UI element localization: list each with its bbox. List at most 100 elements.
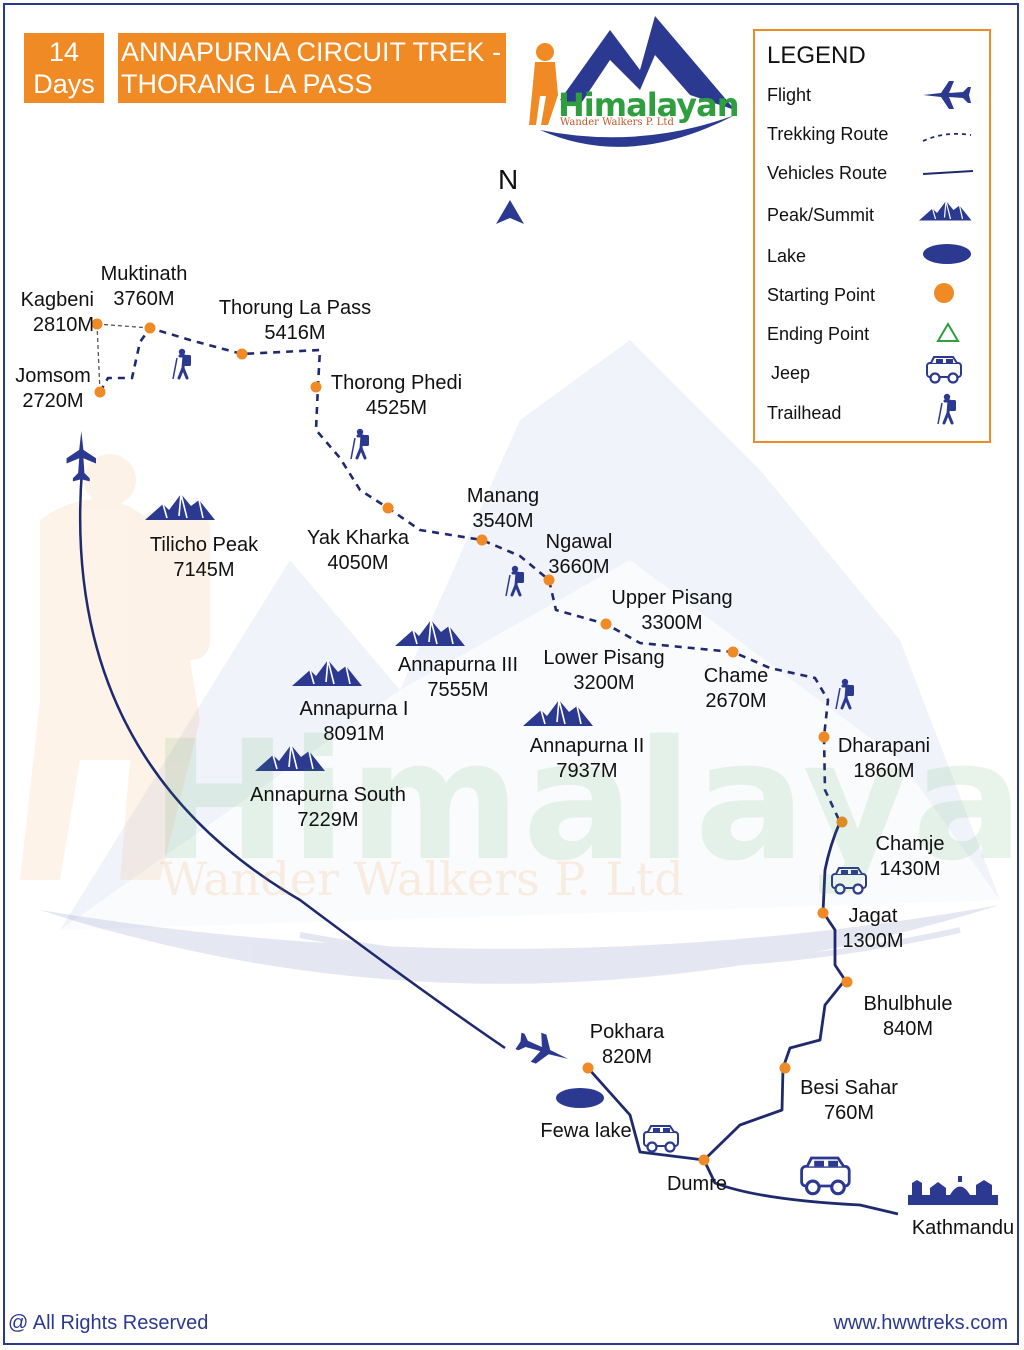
place-name: Dumre [666, 1173, 727, 1195]
lake-icon [923, 244, 971, 264]
place-name: Upper Pisang [611, 587, 733, 609]
page-border [3, 3, 1019, 1345]
peak-altitude: 7229M [297, 809, 359, 831]
legend-label-flight: Flight [767, 85, 812, 105]
place-altitude: 5416M [264, 322, 326, 344]
logo-mountains [529, 16, 735, 147]
peak-annapurna-south: Annapurna South 7229M [240, 783, 416, 833]
place-dharapani: Dharapani 1860M [832, 734, 936, 784]
green-triangle-icon [936, 322, 960, 342]
place-bhulbhule: Bhulbhule 840M [858, 992, 958, 1042]
legend-label-vehicles-route: Vehicles Route [767, 163, 888, 183]
place-name: Yak Kharka [307, 527, 409, 549]
place-altitude: 820M [601, 1046, 653, 1068]
place-name: Jomsom [15, 365, 91, 387]
place-muktinath: Muktinath 3760M [96, 262, 192, 312]
place-pokhara: Pokhara 820M [584, 1020, 670, 1070]
place-name: Thorong Phedi [330, 372, 463, 394]
north-label: N [498, 164, 519, 195]
legend-label-starting-point: Starting Point [767, 285, 876, 305]
place-thorong-phedi: Thorong Phedi 4525M [324, 371, 469, 421]
place-altitude: 3300M [641, 612, 703, 634]
place-name: Muktinath [100, 263, 188, 285]
place-altitude: 2670M [705, 690, 767, 712]
place-manang: Manang 3540M [455, 484, 551, 534]
place-name: Chamje [875, 833, 945, 855]
place-altitude: 3200M [573, 672, 635, 694]
legend-title: LEGEND [767, 42, 866, 69]
peak-name: Annapurna South [250, 784, 406, 806]
copyright-text: @ All Rights Reserved [8, 1312, 209, 1334]
legend-label-peak-summit: Peak/Summit [767, 205, 875, 225]
peak-tilicho: Tilicho Peak 7145M [140, 533, 268, 583]
trekking-route [98, 326, 842, 823]
orange-dot-icon [934, 283, 954, 303]
days-badge: 14 Days [24, 33, 104, 103]
peak-altitude: 8091M [323, 723, 385, 745]
place-name: Pokhara [589, 1021, 665, 1043]
legend-label-trailhead: Trailhead [767, 403, 842, 423]
flight-route [78, 469, 506, 1050]
place-name: Bhulbhule [863, 993, 953, 1015]
place-name: Dharapani [837, 735, 931, 757]
fewa-lake-icon [556, 1088, 604, 1108]
dashed-line-icon [922, 132, 972, 142]
place-chamje: Chamje 1430M [866, 832, 954, 882]
place-altitude: 840M [882, 1018, 934, 1040]
watermark-subtitle: Wander Walkers P. Ltd [160, 852, 684, 906]
peak-name: Annapurna III [397, 654, 519, 676]
peak-name: Annapurna I [299, 698, 409, 720]
place-lower-pisang: Lower Pisang 3200M [536, 646, 672, 696]
place-yak-kharka: Yak Kharka 4050M [300, 526, 416, 576]
trek-title: ANNAPURNA CIRCUIT TREK - THORANG LA PASS [118, 33, 506, 103]
vehicle-route [586, 821, 899, 1216]
place-kathmandu: Kathmandu [908, 1216, 1018, 1241]
place-name: Lower Pisang [543, 647, 665, 669]
watermark-title: Himalayan [150, 705, 1024, 897]
days-number: 14 [48, 37, 80, 67]
place-upper-pisang: Upper Pisang 3300M [604, 586, 740, 636]
logo-name: Himalayan [558, 86, 739, 124]
place-name: Kathmandu [911, 1217, 1015, 1239]
jeep-icon [925, 355, 963, 384]
place-thorung-la-pass: Thorung La Pass 5416M [210, 296, 380, 346]
north-arrow-icon [496, 200, 524, 224]
place-altitude: 1300M [842, 930, 904, 952]
trek-title-line2: THORANG LA PASS [121, 69, 373, 99]
side-trek-route [96, 323, 151, 393]
place-name: Kagbeni [20, 289, 94, 311]
place-altitude: 1430M [879, 858, 941, 880]
place-altitude: 3540M [472, 510, 534, 532]
peak-annapurna-ii: Annapurna II 7937M [522, 734, 652, 784]
peak-annapurna-i: Annapurna I 8091M [292, 697, 416, 747]
peak-altitude: 7145M [173, 559, 235, 581]
place-name: Jagat [848, 905, 898, 927]
website-link[interactable]: www.hwwtreks.com [833, 1312, 1008, 1334]
legend-label-lake: Lake [767, 246, 807, 266]
peak-name: Tilicho Peak [149, 534, 259, 556]
legend-label-jeep: Jeep [771, 363, 811, 383]
kathmandu-skyline-icon [908, 1176, 998, 1205]
place-kagbeni: Kagbeni 2810M [14, 288, 94, 338]
place-altitude: 1860M [853, 760, 915, 782]
place-jagat: Jagat 1300M [836, 904, 910, 954]
place-altitude: 4050M [327, 552, 389, 574]
place-name: Besi Sahar [800, 1077, 898, 1099]
place-fewa-lake: Fewa lake [536, 1119, 636, 1144]
place-name: Chame [703, 665, 769, 687]
peak-name: Annapurna II [529, 735, 645, 757]
legend: LEGEND Flight Trekking Route Vehicles Ro… [753, 29, 991, 443]
legend-label-trekking-route: Trekking Route [767, 124, 889, 144]
logo-subtitle: Wander Walkers P. Ltd [560, 117, 674, 128]
days-word: Days [33, 69, 95, 99]
place-name: Ngawal [545, 531, 613, 553]
hiker-icon [936, 392, 958, 426]
place-name: Thorung La Pass [218, 297, 372, 319]
place-altitude: 760M [823, 1102, 875, 1124]
legend-label-ending-point: Ending Point [767, 324, 870, 344]
place-name: Fewa lake [540, 1120, 632, 1142]
watermark-swoosh [40, 905, 1000, 984]
background-mountains [60, 340, 1000, 930]
place-jomsom: Jomsom 2720M [10, 364, 96, 414]
